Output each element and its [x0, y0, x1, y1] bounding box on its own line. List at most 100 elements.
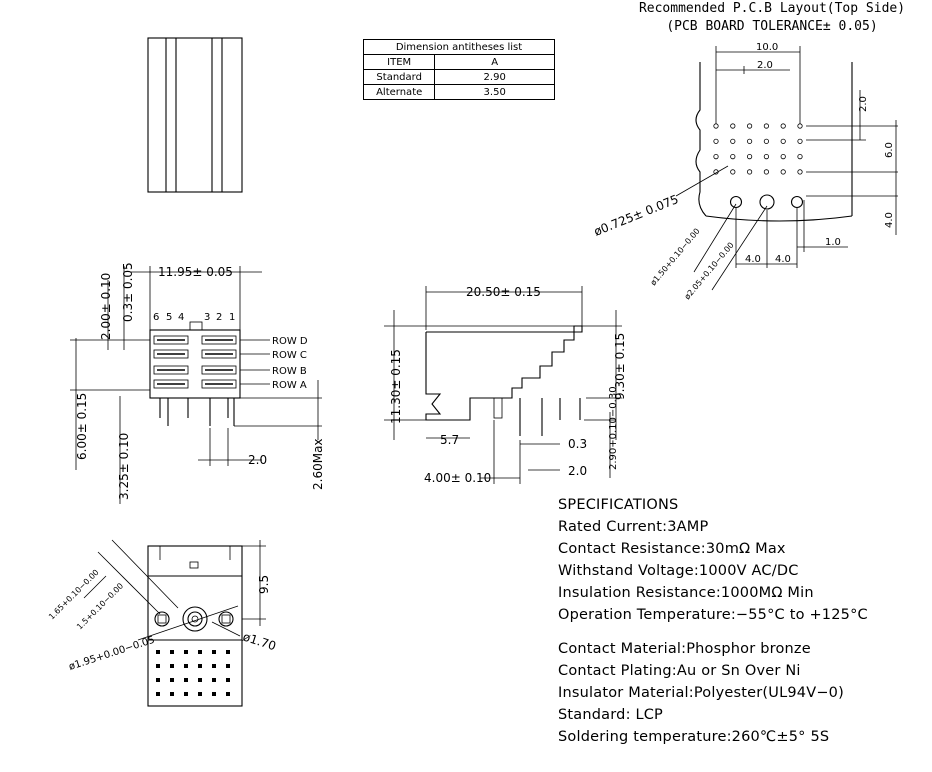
contact-slot [153, 365, 189, 375]
pcb-hole [763, 154, 770, 160]
side-dim-body-height: 9.30± 0.15 [613, 333, 627, 400]
contact-pad [226, 678, 230, 682]
row-label-d: ROW D [272, 336, 308, 347]
pcb-hole [713, 138, 719, 144]
front-dim-tail: 3.25± 0.10 [117, 433, 131, 500]
contact-slot [201, 349, 237, 359]
pcb-hole [797, 138, 803, 144]
spec-operation-temperature: Operation Temperature:−55°C to +125°C [558, 607, 868, 623]
pcb-hole [746, 123, 753, 129]
pcb-post-hole-c [790, 195, 804, 209]
pcb-layout-title-block: Recommended P.C.B Layout(Top Side) (PCB … [622, 0, 922, 36]
pcb-hole [780, 154, 786, 160]
contact-pad [198, 650, 202, 654]
pcb-hole [797, 154, 803, 160]
contact-pad [212, 678, 216, 682]
contact-pad [212, 692, 216, 696]
front-dim-max-height: 2.60Max [311, 438, 325, 490]
side-dim-tail-b: 2.0 [568, 464, 587, 478]
front-dim-width: 11.95± 0.05 [158, 265, 233, 279]
spec-soldering-temperature: Soldering temperature:260℃±5° 5S [558, 729, 830, 745]
contact-slot [201, 335, 237, 345]
contact-pad [226, 692, 230, 696]
contact-pad [156, 678, 160, 682]
front-view: 11.95± 0.05 0.3± 0.05 2.00± 0.10 6.00± 0… [70, 262, 325, 504]
pcb-layout-title: Recommended P.C.B Layout(Top Side) [638, 1, 906, 16]
front-dim-pin-pitch: 2.0 [248, 453, 267, 467]
spec-insulator-material: Insulator Material:Polyester(UL94V−0) [558, 685, 844, 701]
contact-slot [201, 365, 237, 375]
contact-pad [170, 664, 174, 668]
spec-rated-current: Rated Current:3AMP [558, 519, 709, 535]
pcb-hole [713, 154, 719, 160]
front-pin-number: 4 [178, 312, 184, 323]
front-pin-number: 3 [204, 312, 210, 323]
side-dim-height: 11.30± 0.15 [389, 349, 403, 424]
row-label-b: ROW B [272, 366, 307, 377]
bottom-dim-post-c: ø1.95+0.00−0.05 [68, 635, 157, 673]
contact-pad [198, 664, 202, 668]
top-view [147, 37, 243, 193]
contact-slot [201, 379, 237, 389]
spec-standard: Standard: LCP [558, 707, 664, 723]
contact-pad [156, 692, 160, 696]
pcb-hole [797, 123, 803, 129]
spec-contact-plating: Contact Plating:Au or Sn Over Ni [558, 663, 801, 679]
pcb-hole [780, 138, 786, 144]
pcb-dim-pitch: 2.0 [757, 60, 773, 71]
side-dim-tail-length: 2.90+0.10−0.30 [608, 386, 619, 470]
pcb-dim-width-total: 10.0 [756, 42, 778, 53]
spec-gap [558, 626, 928, 638]
spec-withstand-voltage: Withstand Voltage:1000V AC/DC [558, 563, 799, 579]
contact-pad [170, 692, 174, 696]
pcb-dim-hole-diameter: ø0.725± 0.075 [592, 192, 681, 239]
contact-pad [226, 664, 230, 668]
side-view: 20.50± 0.15 11.30± 0.15 9.30± 0.15 2.90+… [384, 285, 627, 485]
pcb-dim-post-diameter-a: ø1.50+0.10−0.00 [649, 227, 702, 288]
front-pin-number: 5 [166, 312, 172, 323]
pcb-dim-post-diameter-b: ø2.05+0.10−0.00 [683, 241, 736, 302]
pcb-hole [730, 123, 736, 129]
spec-heading: SPECIFICATIONS [558, 497, 679, 513]
spec-insulation-resistance: Insulation Resistance:1000MΩ Min [558, 585, 814, 601]
pcb-layout-subtitle: (PCB BOARD TOLERANCE± 0.05) [666, 19, 878, 34]
pcb-hole [730, 169, 736, 175]
specifications-block: SPECIFICATIONS Rated Current:3AMP Contac… [558, 494, 928, 748]
pcb-post-hole-b [759, 194, 775, 210]
front-dim-row-pitch: 2.00± 0.10 [99, 273, 113, 340]
contact-pad [156, 650, 160, 654]
contact-slot [153, 335, 189, 345]
side-dim-front-offset: 5.7 [440, 433, 459, 447]
pcb-hole [746, 154, 753, 160]
front-contact-slots [153, 335, 237, 389]
side-dim-length: 20.50± 0.15 [466, 285, 541, 299]
pcb-hole-grid [713, 123, 803, 175]
pcb-dim-right-pitch: 2.0 [858, 96, 869, 112]
contact-pad [198, 678, 202, 682]
spec-contact-resistance: Contact Resistance:30mΩ Max [558, 541, 786, 557]
dimension-table: Dimension antitheses list ITEM A Standar… [362, 39, 555, 100]
pcb-hole [730, 138, 736, 144]
front-dim-offset: 0.3± 0.05 [121, 262, 135, 322]
front-dim-height: 6.00± 0.15 [75, 393, 89, 460]
contact-pad [170, 678, 174, 682]
pcb-hole [746, 169, 753, 175]
spec-contact-material: Contact Material:Phosphor bronze [558, 641, 811, 657]
contact-pad [212, 664, 216, 668]
side-dim-post-offset: 4.00± 0.10 [424, 471, 491, 485]
contact-pad [198, 692, 202, 696]
row-label-c: ROW C [272, 350, 307, 361]
pcb-dim-bottom-offset: 1.0 [825, 237, 841, 248]
pcb-hole [780, 169, 786, 175]
contact-pad [184, 692, 188, 696]
contact-pad [170, 650, 174, 654]
pcb-hole [780, 123, 786, 129]
pcb-dim-right-span: 6.0 [884, 142, 895, 158]
pcb-hole [763, 138, 770, 144]
side-dim-tail-a: 0.3 [568, 437, 587, 451]
pcb-hole [763, 123, 770, 129]
contact-pad [156, 664, 160, 668]
dimension-table-cell: Alternate [362, 84, 436, 100]
pcb-hole [797, 169, 803, 175]
